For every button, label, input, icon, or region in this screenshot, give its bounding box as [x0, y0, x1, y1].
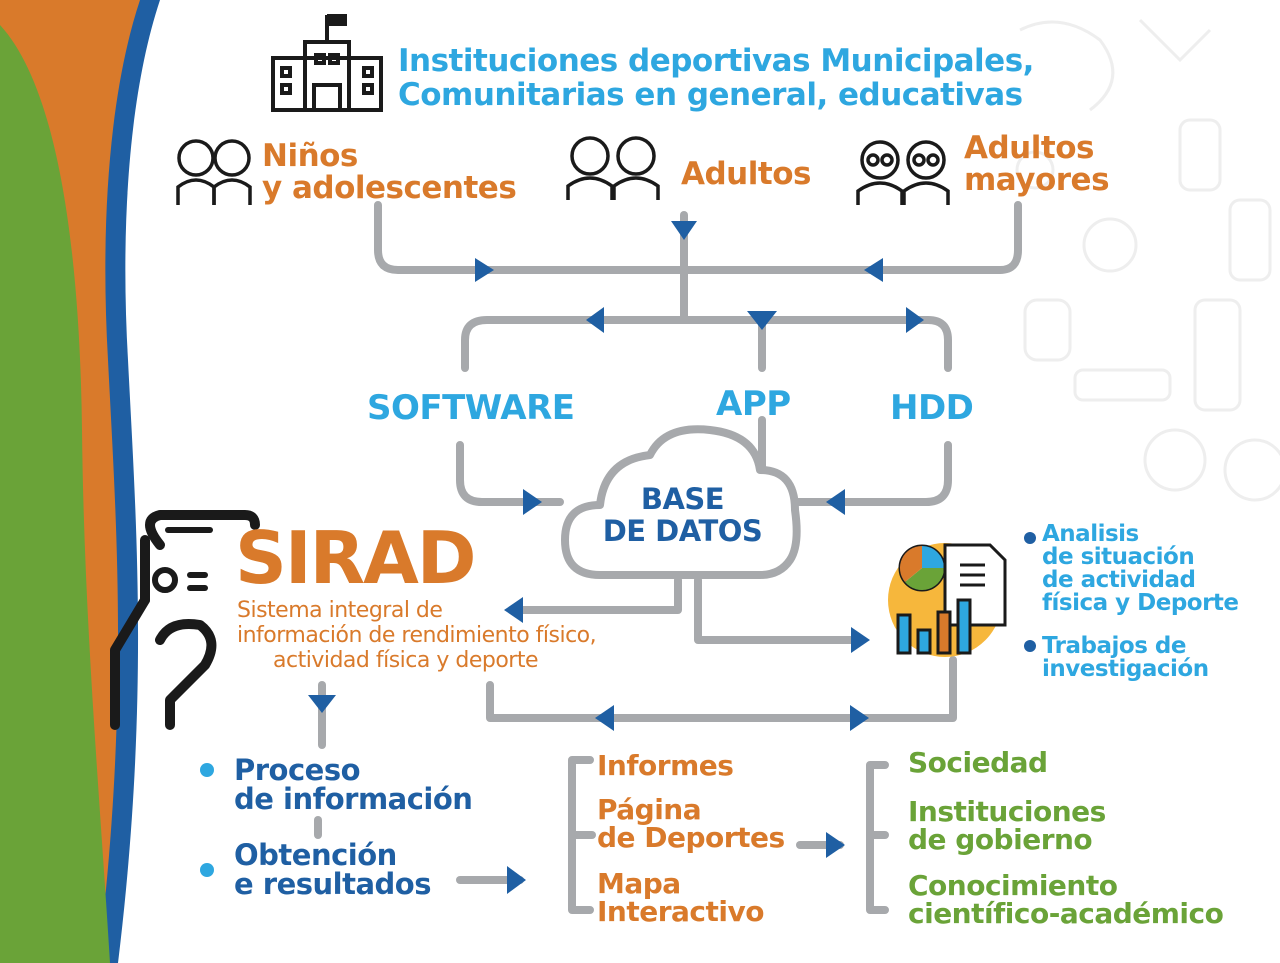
- bullet-dot: [1024, 640, 1036, 652]
- arrow-right: [826, 832, 845, 858]
- label-line: Analisis: [1042, 521, 1139, 547]
- database-label: BASE DE DATOS: [590, 483, 775, 547]
- left-decorative-band: [0, 0, 160, 963]
- arrow-right: [507, 866, 526, 894]
- children-icon: [176, 139, 252, 205]
- channel-app-label: APP: [716, 384, 791, 424]
- analysis-item-situation: Analisis de situación de actividad físic…: [1042, 523, 1239, 615]
- label-line: y adolescentes: [262, 170, 517, 206]
- label-line: Conocimiento: [908, 869, 1118, 902]
- label-line: de situación: [1042, 544, 1195, 570]
- title-line: Instituciones deportivas Municipales,: [398, 43, 1034, 79]
- database-cloud-shape: [561, 425, 801, 579]
- label-line: de información: [234, 782, 473, 816]
- description-line: actividad física y deporte: [273, 648, 539, 673]
- audience-society: Sociedad: [908, 746, 1048, 779]
- label-line: Adultos: [681, 156, 811, 192]
- elderly-icon: [856, 140, 950, 205]
- label-line: Adultos: [964, 130, 1094, 166]
- label-line: de gobierno: [908, 823, 1093, 856]
- label-line: Interactivo: [597, 895, 765, 928]
- label-line: Trabajos de: [1042, 633, 1186, 659]
- report-chart-icon: [888, 543, 1007, 657]
- output-interactive-map: Mapa Interactivo: [597, 867, 765, 928]
- analysis-item-research: Trabajos de investigación: [1042, 635, 1209, 681]
- arrow-left: [504, 597, 523, 623]
- label-line: de actividad: [1042, 567, 1196, 593]
- output-sports-page: Página de Deportes: [597, 796, 785, 852]
- label-line: Obtención: [234, 838, 397, 872]
- arrow-down: [747, 311, 777, 330]
- arrow-right: [850, 705, 869, 731]
- label-line: BASE: [640, 482, 725, 516]
- label-line: física y Deporte: [1042, 590, 1239, 616]
- description-line: Sistema integral de: [237, 598, 443, 623]
- label-line: investigación: [1042, 656, 1209, 682]
- output-reports: Informes: [597, 749, 734, 782]
- bullet-dot: [200, 763, 214, 777]
- group-elderly-label: Adultos mayores: [964, 130, 1110, 198]
- flow-arrows: [308, 221, 924, 894]
- sirad-description: Sistema integral de información de rendi…: [237, 598, 597, 673]
- label-line: de Deportes: [597, 821, 785, 854]
- label-line: DE DATOS: [602, 514, 763, 548]
- list-bullets: [200, 532, 1036, 877]
- channel-hdd-label: HDD: [890, 388, 974, 428]
- arrow-down: [671, 221, 697, 240]
- title-line: Comunitarias en general, educativas: [398, 77, 1023, 113]
- sirad-title: SIRAD: [235, 516, 477, 600]
- process-step-information: Proceso de información: [234, 753, 473, 816]
- label-line: científico-académico: [908, 897, 1224, 930]
- label-line: Niños: [262, 138, 358, 174]
- arrow-right: [523, 489, 542, 515]
- process-step-results: Obtención e resultados: [234, 841, 431, 899]
- description-line: información de rendimiento físico,: [237, 623, 597, 648]
- arrow-left: [864, 258, 883, 282]
- label-line: e resultados: [234, 867, 431, 901]
- audience-science: Conocimiento científico-académico: [908, 869, 1224, 930]
- label-line: Mapa: [597, 867, 681, 900]
- bullet-dot: [200, 863, 214, 877]
- label-line: Página: [597, 793, 702, 826]
- adults-icon: [566, 136, 660, 200]
- flow-connectors: [314, 201, 1022, 914]
- channel-software-label: SOFTWARE: [367, 388, 575, 428]
- arrow-right: [475, 258, 494, 282]
- phone-hand-icon: [110, 510, 260, 730]
- audience-government: Instituciones de gobierno: [908, 798, 1106, 854]
- school-building-icon: [271, 14, 383, 112]
- arrow-right: [906, 307, 924, 333]
- arrow-down: [308, 695, 336, 713]
- label-line: Instituciones: [908, 795, 1106, 828]
- arrow-left: [826, 489, 845, 515]
- group-children-label: Niños y adolescentes: [262, 138, 517, 206]
- label-line: Proceso: [234, 753, 361, 787]
- label-line: mayores: [964, 162, 1110, 198]
- arrow-right: [851, 627, 870, 653]
- arrow-left: [595, 705, 614, 731]
- background-pattern: [1015, 18, 1280, 502]
- arrow-left: [586, 307, 604, 333]
- group-adults-label: Adultos: [681, 157, 811, 191]
- page-title: Instituciones deportivas Municipales, Co…: [398, 44, 1034, 112]
- bullet-dot: [1024, 532, 1036, 544]
